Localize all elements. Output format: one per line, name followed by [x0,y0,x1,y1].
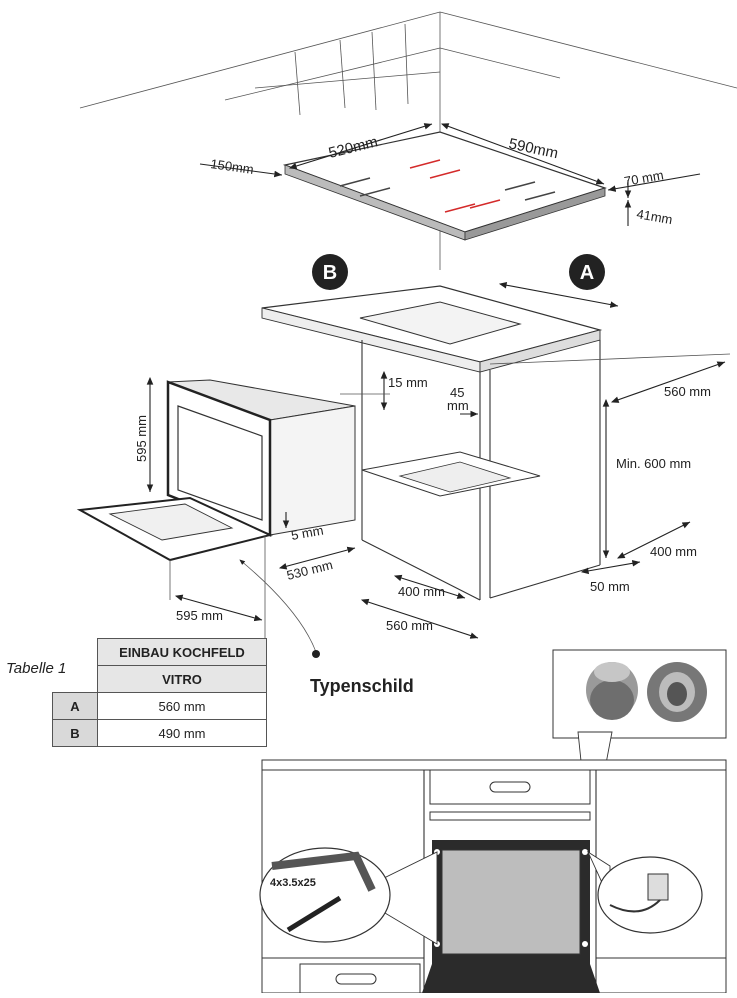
floor-400-label: 400 mm [398,584,445,599]
row-value-b: 490 mm [97,719,267,747]
oven [76,379,356,562]
gap-45-label: 45 [450,385,464,400]
screw-callout: 4x3.5x25 [259,847,438,945]
bracket-callout [586,850,703,934]
right-400-label: 400 mm [650,544,697,559]
hob-height-label: 41mm [635,206,673,227]
oven-width-label: 595 mm [176,608,223,623]
typenschild-label: Typenschild [310,676,414,696]
gap-15-label: 15 mm [388,375,428,390]
gap-45-unit: mm [447,398,469,413]
gap-5-label: 5 mm [290,523,325,543]
table-header-hob: EINBAU KOCHFELD [97,638,267,666]
table-row: B 490 mm [52,719,267,747]
marker-a-label: A [580,262,594,284]
depth-530-label: 530 mm [285,557,334,583]
installation-table: Tabelle 1 EINBAU KOCHFELD VITRO A 560 mm… [6,638,272,754]
cabinet-dimensions: 15 mm 45 mm 560 mm Min. 600 mm 400 mm 50… [360,353,731,639]
side-gap-label: 70 mm [623,167,665,189]
anchor-photo-2 [647,662,707,722]
a-dimension-arrow [498,281,619,308]
screw-size-label: 4x3.5x25 [270,877,316,889]
marker-b: B [312,254,348,290]
row-value-a: 560 mm [97,692,267,720]
row-key-b: B [52,719,98,747]
table-header-vitro: VITRO [97,665,267,693]
anchor-photo-1 [586,662,638,720]
marker-a: A [569,254,605,290]
cabinet [261,285,603,601]
table-caption: Tabelle 1 [6,660,67,677]
row-key-a: A [52,692,98,720]
marker-b-label: B [323,262,337,284]
floor-560-label: 560 mm [386,618,433,633]
wall-gap-label: 150mm [210,156,255,177]
oven-height-label: 595 mm [134,415,149,462]
table-row: A 560 mm [52,692,267,720]
depth-560-label: 560 mm [664,384,711,399]
hob-table: EINBAU KOCHFELD VITRO A 560 mm B 490 mm [52,638,267,747]
right-50-label: 50 mm [590,579,630,594]
min-600-label: Min. 600 mm [616,456,691,471]
